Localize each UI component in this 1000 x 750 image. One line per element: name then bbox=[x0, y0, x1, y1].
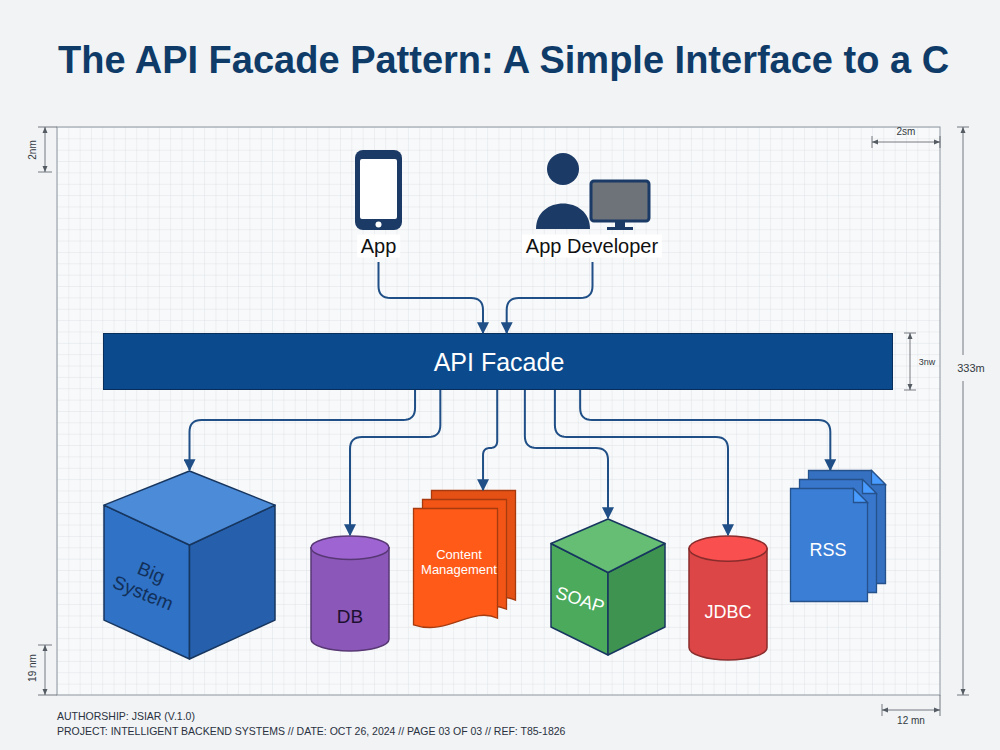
node-label: App Developer bbox=[522, 235, 662, 258]
dimension-label: 19 nm bbox=[27, 654, 39, 682]
dimension-label: 3nw bbox=[919, 357, 936, 367]
dimension-arrowhead bbox=[43, 689, 48, 695]
flow-arrow bbox=[350, 390, 440, 535]
cube-top-face bbox=[551, 519, 665, 573]
person-body bbox=[536, 204, 590, 230]
service-cube: SOAP bbox=[550, 518, 666, 656]
footer-note: AUTHORSHIP: JSIAR (V.1.0) bbox=[57, 710, 195, 722]
page-fold bbox=[863, 480, 877, 494]
cube-top-face bbox=[104, 471, 275, 545]
page-fold bbox=[872, 471, 886, 485]
dimension-tick bbox=[38, 695, 57, 696]
document-sheet bbox=[791, 489, 868, 602]
dimension-arrowhead bbox=[882, 708, 888, 713]
database-cylinder: DB bbox=[310, 535, 390, 652]
dimension-arrowhead bbox=[43, 166, 48, 172]
dimension-line bbox=[45, 645, 46, 695]
diagram-title: The API Facade Pattern: A Simple Interfa… bbox=[58, 40, 949, 82]
database-cylinder: JDBC bbox=[688, 535, 768, 661]
dimension-arrowhead bbox=[934, 708, 940, 713]
grid-frame bbox=[57, 127, 940, 695]
cylinder-top bbox=[689, 536, 767, 561]
feed-stack: RSS bbox=[790, 470, 886, 602]
node-label: API Facade bbox=[434, 348, 565, 377]
dimension-arrowhead bbox=[961, 127, 966, 133]
mobile-app-icon: App bbox=[345, 147, 412, 262]
dimension-arrows bbox=[43, 127, 966, 713]
node-label: RSS bbox=[809, 540, 846, 561]
flow-arrow bbox=[483, 390, 497, 490]
dimension-tick bbox=[38, 127, 57, 128]
cylinder-top bbox=[311, 536, 389, 559]
node-shape bbox=[688, 535, 768, 661]
developer-icon: App Developer bbox=[515, 147, 670, 262]
dimension-label: 333m bbox=[953, 362, 989, 375]
flow-arrow bbox=[580, 390, 830, 470]
dimension-arrowhead bbox=[43, 127, 48, 133]
footer-note: PROJECT: INTELLIGENT BACKEND SYSTEMS // … bbox=[57, 725, 565, 737]
flow-arrow bbox=[507, 262, 593, 333]
dimension-label: 2nm bbox=[27, 140, 39, 159]
phone-button bbox=[376, 222, 382, 228]
dimension-line bbox=[872, 142, 940, 143]
cylinder-body bbox=[311, 548, 389, 651]
grid-paper bbox=[57, 127, 940, 695]
flow-arrow bbox=[525, 390, 608, 518]
person-head bbox=[547, 153, 579, 185]
monitor-base bbox=[607, 227, 633, 230]
node-label: App bbox=[357, 235, 401, 258]
node-shape bbox=[790, 470, 886, 602]
dimension-label: 2sm bbox=[897, 126, 916, 138]
dimension-label: 12 mn bbox=[897, 715, 925, 727]
dimension-line bbox=[882, 710, 940, 711]
node-label: DB bbox=[337, 606, 363, 628]
system-cube: Big System bbox=[103, 470, 276, 660]
dimension-arrowhead bbox=[908, 384, 913, 390]
node-label: Content Management bbox=[418, 548, 500, 578]
dimension-line bbox=[910, 333, 911, 390]
node-label: JDBC bbox=[704, 602, 751, 623]
dimension-arrowhead bbox=[961, 689, 966, 695]
dimension-tick bbox=[940, 695, 941, 716]
page-fold bbox=[854, 489, 868, 503]
node-shape bbox=[310, 535, 390, 652]
dimension-arrowhead bbox=[872, 140, 878, 145]
dimension-arrowhead bbox=[908, 333, 913, 339]
dimension-arrowhead bbox=[934, 140, 940, 145]
flow-arrow bbox=[190, 390, 416, 470]
facade-band: API Facade bbox=[103, 333, 893, 390]
monitor-stand bbox=[615, 221, 625, 227]
node-shape bbox=[103, 470, 276, 660]
phone-body bbox=[355, 150, 402, 230]
flow-arrow bbox=[379, 262, 483, 333]
dimension-lines bbox=[38, 127, 969, 716]
document-stack: Content Management bbox=[413, 490, 516, 627]
dimension-line bbox=[45, 127, 46, 172]
monitor-screen bbox=[591, 181, 649, 221]
dimension-arrowhead bbox=[43, 645, 48, 651]
cylinder-body bbox=[689, 549, 767, 660]
phone-screen bbox=[360, 159, 397, 219]
flow-arrow bbox=[555, 390, 728, 535]
dimension-line bbox=[963, 381, 964, 695]
dimension-line bbox=[963, 127, 964, 355]
